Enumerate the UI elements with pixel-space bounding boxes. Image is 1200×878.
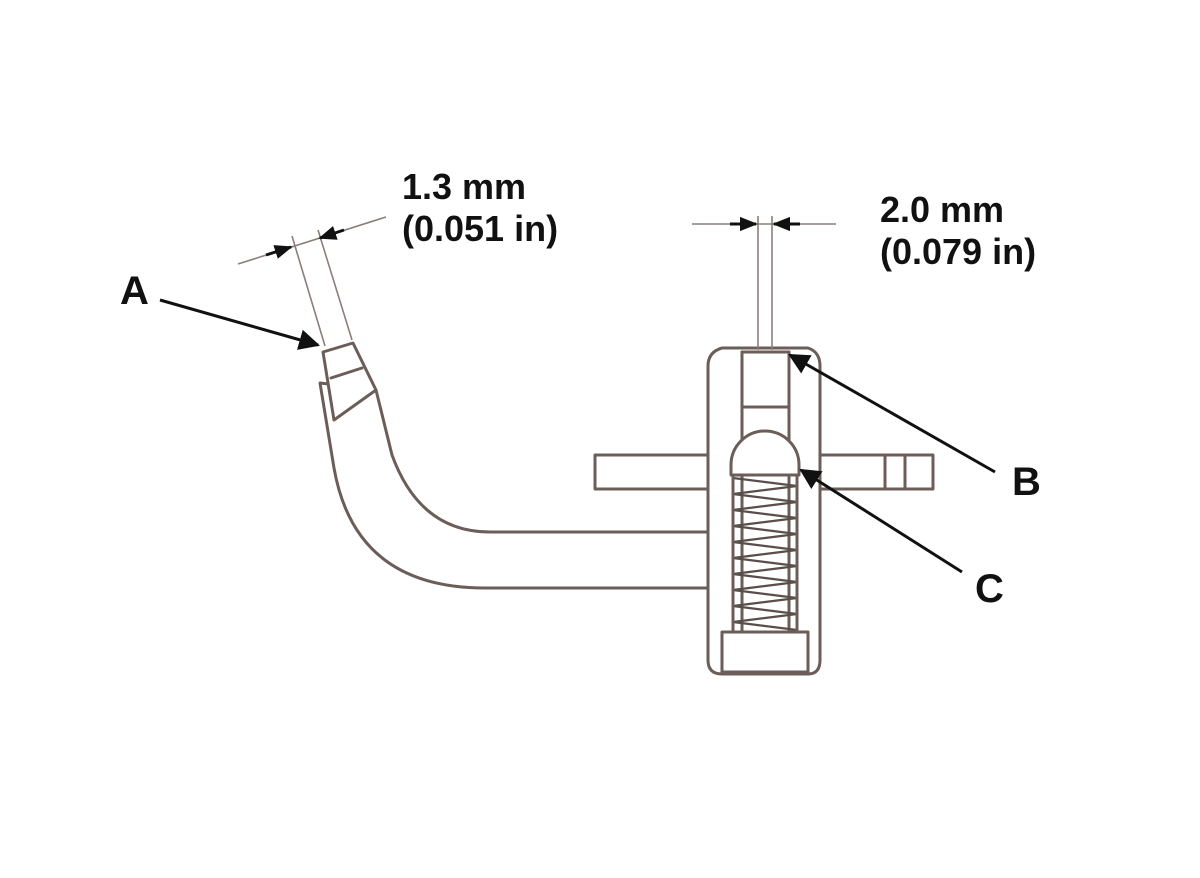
lever-arm — [318, 341, 710, 590]
spring-coil — [732, 476, 798, 632]
callout-b-label: B — [1012, 460, 1041, 504]
housing-outline — [706, 346, 822, 676]
spring-housing — [706, 346, 822, 676]
housing-plug — [720, 630, 810, 674]
callout-b: B — [788, 353, 1041, 504]
dimension-left-arrow-2 — [318, 226, 345, 240]
callout-a-label: A — [120, 269, 149, 313]
callout-b-leader — [788, 353, 996, 474]
dimension-left-metric: 1.3 mm — [402, 166, 526, 207]
dimension-left-ext-2 — [317, 229, 353, 341]
dimension-left-dim-line — [237, 216, 387, 265]
lever-tip-collar — [329, 366, 364, 380]
cross-pin-left — [593, 453, 712, 491]
dimension-right-metric: 2.0 mm — [880, 189, 1004, 230]
cross-pin-right — [818, 453, 935, 491]
callout-c: C — [799, 468, 1004, 611]
callout-c-label: C — [975, 567, 1004, 611]
ball-c — [729, 429, 801, 477]
plunger-b — [740, 350, 791, 409]
callout-a: A — [120, 269, 321, 350]
dimension-left: 1.3 mm (0.051 in) — [237, 166, 558, 347]
callout-c-leader — [799, 468, 963, 574]
dimension-left-ext-1 — [291, 235, 326, 347]
dimension-left-arrow-1 — [265, 245, 293, 259]
dimension-left-imperial: (0.051 in) — [402, 208, 558, 249]
lever-tip-a — [321, 341, 378, 422]
lever-arm-body — [318, 381, 710, 590]
dimension-right-imperial: (0.079 in) — [880, 231, 1036, 272]
callout-a-leader — [159, 298, 321, 350]
spring-sides — [731, 473, 799, 634]
cross-pin — [593, 453, 935, 491]
dimension-right: 2.0 mm (0.079 in) — [692, 189, 1036, 350]
cross-pin-end-groove — [883, 453, 907, 491]
